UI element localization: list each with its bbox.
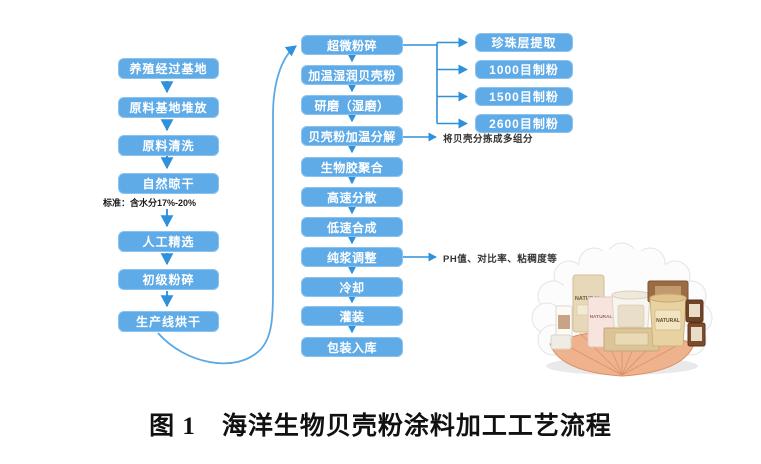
small-jar-left (555, 305, 573, 340)
flow-box-pack-warehouse: 包装入库 (301, 337, 403, 357)
flow-box-material-stack: 原料基地堆放 (118, 97, 219, 118)
flow-box-manual-select: 人工精选 (118, 231, 219, 252)
bag-label: NATURAL (575, 296, 602, 302)
figure-caption: 图 1 海洋生物贝壳粉涂料加工工艺流程 (149, 413, 612, 440)
flow-box-slurry-adjust: 纯浆调整 (301, 247, 403, 267)
scallop-shell-base (549, 326, 695, 377)
flow-box-ultrafine-crush: 超微粉碎 (301, 35, 403, 55)
pink-bag-label: NATURAL (590, 314, 613, 320)
flow-box-highspeed-disperse: 高速分散 (301, 187, 403, 207)
dark-jar-bottom (687, 322, 706, 347)
flow-box-primary-crush: 初级粉碎 (118, 269, 219, 290)
flow-box-2600-mesh-powder: 2600目制粉 (475, 114, 573, 133)
flow-box-material-wash: 原料清洗 (118, 135, 219, 156)
cardboard-box (603, 327, 660, 352)
brown-box (647, 280, 689, 303)
flow-box-wet-grinding: 研磨（湿磨） (301, 95, 403, 115)
product-containers: NATURAL NATURAL NATURAL (550, 274, 706, 352)
flow-box-heat-decompose: 贝壳粉加温分解 (301, 126, 403, 146)
flow-box-1500-mesh-powder: 1500目制粉 (475, 87, 573, 106)
scalloped-shell-backdrop (531, 242, 713, 376)
shell-sorting-annotation: 将贝壳分拣成多组分 (443, 134, 534, 145)
bucket-label: NATURAL (656, 318, 680, 324)
moisture-standard-note: 标准：含水分17%-20% (103, 198, 197, 208)
flow-box-cooling: 冷却 (301, 277, 403, 297)
annotation-arrows (403, 132, 437, 262)
flow-box-filling: 灌装 (301, 306, 403, 326)
flow-box-heat-moisten: 加温湿润贝壳粉 (301, 65, 403, 85)
flow-box-1000-mesh-powder: 1000目制粉 (475, 60, 573, 79)
flow-box-natural-dry: 自然晾干 (118, 173, 219, 194)
flow-box-breeding-base: 养殖经过基地 (118, 58, 219, 79)
flow-box-pearl-layer-extract: 珍珠层提取 (475, 33, 573, 52)
bracket-arrows (403, 37, 468, 129)
flow-box-line-drying: 生产线烘干 (118, 311, 219, 332)
photo-shadow (546, 357, 698, 375)
flow-box-bio-gel-polymer: 生物胶聚合 (301, 157, 403, 177)
beige-bucket (649, 297, 687, 347)
flow-box-lowspeed-synthesize: 低速合成 (301, 217, 403, 237)
pink-bag (587, 296, 615, 348)
white-bucket (611, 294, 651, 341)
ph-adjust-annotation: PH值、对比率、粘稠度等 (443, 254, 558, 265)
dark-jar-top (685, 299, 704, 323)
powder-bag (572, 274, 605, 333)
